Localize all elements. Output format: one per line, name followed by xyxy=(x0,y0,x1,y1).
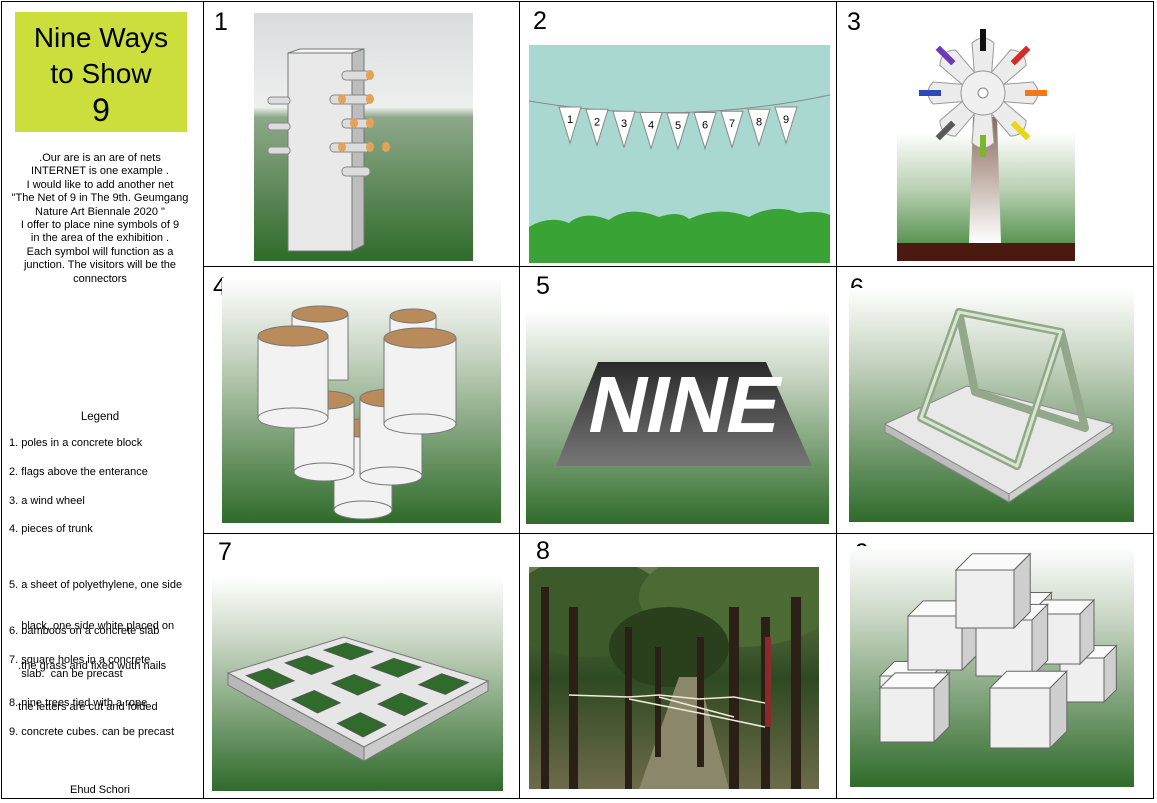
bunting-flag: 9 xyxy=(774,106,798,145)
legend-title: Legend xyxy=(80,411,120,423)
intro-line: Each symbol will function as a xyxy=(26,245,174,258)
panel-9-image xyxy=(850,546,1134,787)
bunting-flag: 4 xyxy=(639,112,663,151)
title-line-1: Nine Ways xyxy=(33,22,169,53)
flag-label: 1 xyxy=(567,114,573,126)
legend-item-text: .the grass and fixed wuth nails xyxy=(9,660,167,672)
legend-item-7: 7. square holes in a concrete slab. can … xyxy=(9,654,201,681)
intro-text: .Our are is an are of nets INTERNET is o… xyxy=(4,152,196,286)
panel-8-image xyxy=(529,567,819,789)
bunting-flag: 5 xyxy=(666,112,690,151)
legend-item-text: 2. flags above the enterance xyxy=(9,466,148,478)
legend-item-3: 3. a wind wheel xyxy=(9,495,201,509)
legend-item-text: 6. bamboos on a concrete slab xyxy=(9,625,160,637)
slab-hole xyxy=(370,657,422,678)
legend-item-6: 6. bamboos on a concrete slab xyxy=(9,625,201,639)
panel-number-1: 1 xyxy=(214,8,228,36)
flag-label: 7 xyxy=(729,118,735,130)
panel-number-3: 3 xyxy=(847,8,861,36)
panel-6-image xyxy=(849,288,1134,522)
legend-item-text: 1. poles in a concrete block xyxy=(9,437,143,449)
flag-label: 3 xyxy=(621,118,627,130)
bunting-flag: 8 xyxy=(747,108,771,148)
legend-item-5: 5. a sheet of polyethylene, one side bla… xyxy=(9,552,201,728)
legend-item-text: black, one side white placed on xyxy=(9,619,175,632)
legend-item-8: 8. nine trees tied with a rope xyxy=(9,697,201,711)
flag-label: 5 xyxy=(675,120,681,132)
flag-label: 4 xyxy=(648,120,654,132)
bunting-flag: 6 xyxy=(693,112,717,151)
flag-label: 9 xyxy=(783,114,789,126)
grid-divider-v2 xyxy=(836,1,837,799)
grid-divider-v1 xyxy=(519,1,520,799)
flag-label: 6 xyxy=(702,120,708,132)
intro-line: in the area of the exhibition . xyxy=(30,232,170,245)
panel-1-image xyxy=(254,13,473,261)
intro-line: Nature Art Biennale 2020 " xyxy=(35,205,165,218)
intro-line: connectors xyxy=(73,272,127,285)
flag-label: 2 xyxy=(594,116,600,128)
legend-item-text: 8. nine trees tied with a rope xyxy=(9,697,148,709)
panel-2-image: 1 2 3 4 5 6 7 8 9 xyxy=(529,45,830,263)
legend-item-text: slab. can be precast xyxy=(9,667,123,680)
bunting-flag: 1 xyxy=(558,106,582,145)
slab-hole xyxy=(322,642,375,661)
legend-item-text: 9. concrete cubes. can be precast xyxy=(9,726,175,738)
slab-hole xyxy=(245,667,296,690)
legend-item-4: 4. pieces of trunk xyxy=(9,523,201,537)
intro-line: .Our are is an are of nets xyxy=(39,152,161,164)
slab-hole xyxy=(336,712,388,738)
slab-hole xyxy=(330,673,382,696)
panel-5-image: NINE xyxy=(526,310,829,524)
bunting-flag: 2 xyxy=(585,108,609,148)
legend-item-2: 2. flags above the enterance xyxy=(9,466,201,480)
legend-item-9: 9. concrete cubes. can be precast xyxy=(9,726,201,740)
panel-4-image xyxy=(222,278,501,523)
concrete-cube xyxy=(954,552,1032,630)
author-name: Ehud Schori xyxy=(70,784,130,796)
legend-item-text: 4. pieces of trunk xyxy=(9,523,93,535)
panel-number-5: 5 xyxy=(536,272,550,300)
panel-number-2: 2 xyxy=(533,7,547,35)
panel-3-image xyxy=(897,27,1075,261)
slab-hole xyxy=(283,655,335,675)
title-line-3: 9 xyxy=(92,92,110,128)
slab-hole xyxy=(290,690,342,714)
slab-hole xyxy=(417,673,470,695)
flag-label: 8 xyxy=(756,116,762,128)
legend-item-text: 5. a sheet of polyethylene, one side xyxy=(9,579,183,591)
legend-item-text: 3. a wind wheel xyxy=(9,495,85,507)
legend-item-1: 1. poles in a concrete block xyxy=(9,437,201,451)
nine-cutout-text: NINE xyxy=(581,361,791,450)
panel-7-image xyxy=(212,577,503,791)
intro-line: junction. The visitors will be the xyxy=(23,259,177,272)
bunting-flag: 3 xyxy=(612,110,636,149)
concrete-cube xyxy=(878,671,951,744)
legend-item-text: the letters are cut and folded xyxy=(9,700,158,713)
concrete-cube xyxy=(988,669,1069,750)
intro-line: I offer to place nine symbols of 9 xyxy=(20,219,180,232)
title-line-2: to Show xyxy=(50,58,152,89)
intro-line: I would like to add another net xyxy=(26,178,174,191)
grid-divider-h2 xyxy=(203,533,1154,534)
bunting-flag: 7 xyxy=(720,110,744,149)
grid-divider-h1 xyxy=(203,266,1154,267)
sidebar-divider xyxy=(203,1,204,799)
panel-number-7: 7 xyxy=(218,538,232,566)
title-box: Nine Ways to Show 9 xyxy=(15,12,187,132)
slab-hole xyxy=(377,692,429,717)
panel-number-8: 8 xyxy=(536,537,550,565)
intro-line: INTERNET is one example . xyxy=(31,165,169,178)
intro-line: "The Net of 9 in The 9th. Geumgang xyxy=(11,192,189,205)
legend-item-text: 7. square holes in a concrete xyxy=(9,654,151,666)
